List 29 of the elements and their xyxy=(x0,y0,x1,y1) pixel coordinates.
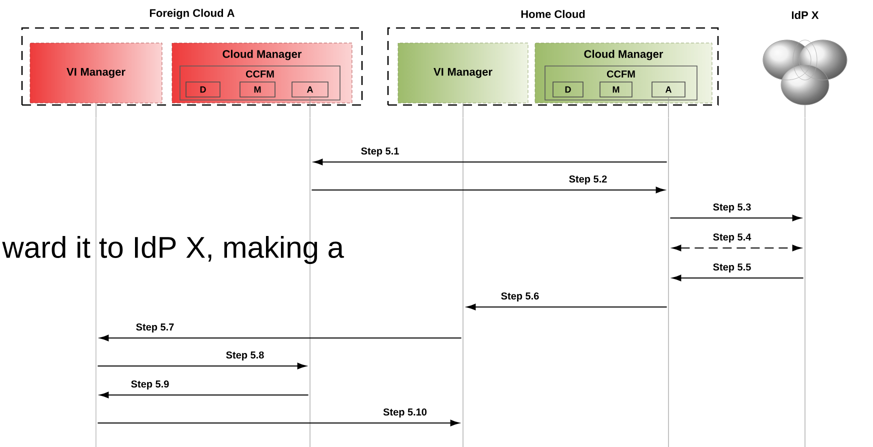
component-box: A xyxy=(292,82,328,98)
message-arrow xyxy=(100,334,462,342)
lifeline xyxy=(462,102,464,118)
message-arrow xyxy=(672,274,804,282)
node-label: Home Cloud xyxy=(521,10,585,18)
message-arrow xyxy=(466,304,668,310)
message-arrow xyxy=(100,392,309,398)
lifeline xyxy=(462,118,464,447)
message-arrow xyxy=(311,186,665,194)
lifeline xyxy=(668,118,669,447)
node-label: Foreign Cloud A xyxy=(150,8,234,20)
manager-box: VI Manager xyxy=(30,42,162,104)
lifeline xyxy=(668,97,669,118)
message-arrow xyxy=(97,420,460,426)
message-arrow xyxy=(314,158,668,166)
component-box: M xyxy=(600,82,632,98)
message-arrow xyxy=(670,214,802,222)
component-box: A xyxy=(652,82,686,98)
lifeline xyxy=(804,104,806,118)
message-arrow xyxy=(97,362,306,370)
component-box: M xyxy=(240,82,276,98)
slide-text: ward it to IdP X, making a xyxy=(2,236,344,264)
manager-box: VI Manager xyxy=(398,42,528,104)
edge-label: Step 5.10 xyxy=(382,407,428,419)
component-box: D xyxy=(186,82,220,98)
component-box: D xyxy=(552,82,584,98)
message-arrow xyxy=(672,244,802,252)
lifeline xyxy=(804,118,806,447)
identity-provider-title: IdP X xyxy=(792,10,819,20)
